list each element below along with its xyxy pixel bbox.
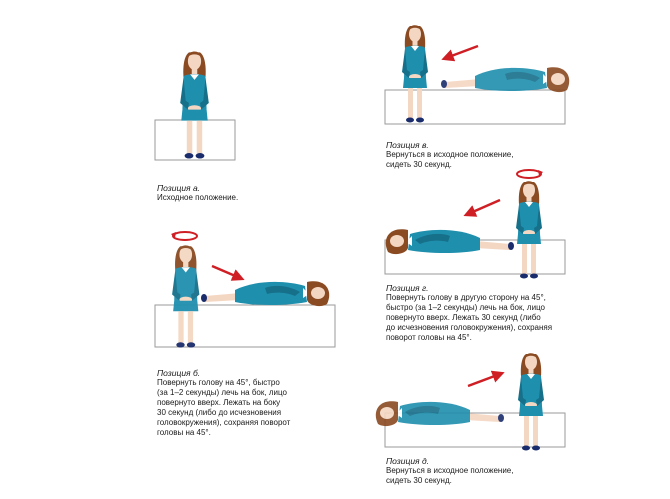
caption-b-line-2: (за 1–2 секунды) лечь на бок, лицо [157, 388, 287, 397]
caption-v: Позиция в. Вернуться в исходное положени… [386, 140, 586, 170]
caption-g-title: Позиция г. [386, 283, 429, 293]
caption-b: Позиция б. Повернуть голову на 45°, быст… [157, 368, 357, 438]
caption-v-line-1: Вернуться в исходное положение, [386, 150, 514, 159]
caption-v-title: Позиция в. [386, 140, 429, 150]
caption-b-line-1: Повернуть голову на 45°, быстро [157, 378, 280, 387]
caption-g-line-1: Повернуть голову в другую сторону на 45°… [386, 293, 546, 302]
caption-a: Позиция а. Исходное положение. [157, 183, 337, 203]
caption-d-line-2: сидеть 30 секунд. [386, 476, 452, 485]
caption-g-line-2: быстро (за 1–2 секунды) лечь на бок, лиц… [386, 303, 546, 312]
caption-b-title: Позиция б. [157, 368, 201, 378]
caption-d-line-1: Вернуться в исходное положение, [386, 466, 514, 475]
caption-g: Позиция г. Повернуть голову в другую сто… [386, 283, 596, 343]
caption-b-line-3: повернуто вверх. Лежать на боку [157, 398, 281, 407]
caption-v-line-2: сидеть 30 секунд. [386, 160, 452, 169]
caption-d-title: Позиция д. [386, 456, 430, 466]
caption-a-title: Позиция а. [157, 183, 201, 193]
caption-g-line-4: до исчезновения головокружения), сохраня… [386, 323, 553, 332]
caption-b-line-4: 30 секунд (либо до исчезновения [157, 408, 282, 417]
caption-g-line-5: поворот головы на 45°. [386, 333, 472, 342]
caption-g-line-3: повернуто вверх. Лежать 30 секунд (либо [386, 313, 541, 322]
caption-b-line-6: головы на 45°. [157, 428, 211, 437]
caption-b-line-5: головокружения), сохраняя поворот [157, 418, 291, 427]
caption-d: Позиция д. Вернуться в исходное положени… [386, 456, 586, 486]
caption-a-line: Исходное положение. [157, 193, 239, 202]
